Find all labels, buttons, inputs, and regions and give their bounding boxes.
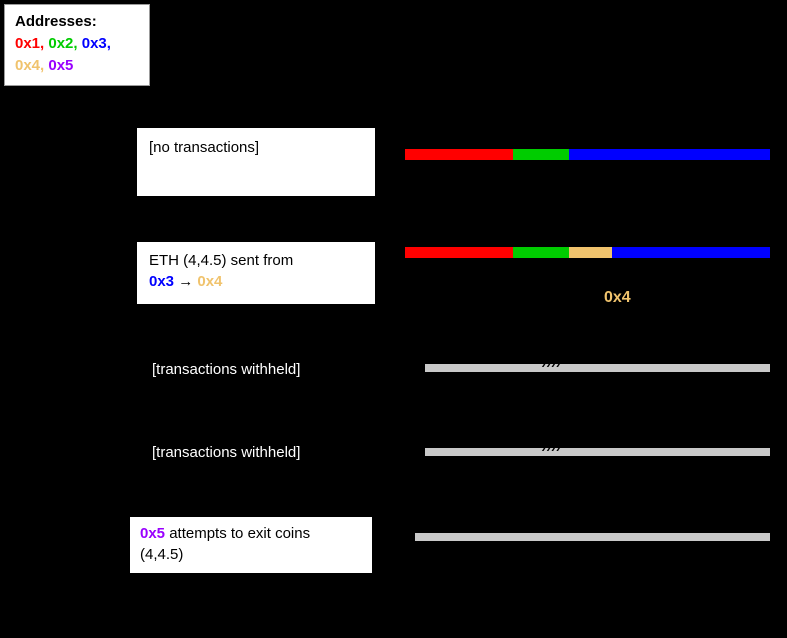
coin-owner-annotation: 0x4 [604,289,631,306]
row5-label-box: 0x5 attempts to exit coins (4,4.5) [130,517,372,573]
bar-segment-0x3 [568,149,770,160]
address-0x4: 0x4, [15,57,45,74]
recipient-address: 0x4 [197,273,223,290]
sender-address: 0x3 [149,273,175,290]
exit-bar-block5 [415,533,770,541]
bar-segment-0x2 [513,149,569,160]
row2-label-box: ETH (4,4.5) sent from 0x3 → 0x4 [137,242,375,304]
legend-line-1: 0x1, 0x2, 0x3, [15,33,139,55]
row2-line1: ETH (4,4.5) sent from [149,252,294,269]
withheld-marks-block4: ⁄⁄⁄⁄ [545,436,565,455]
withheld-bar-block4 [425,448,770,456]
row5-line2: (4,4.5) [140,546,184,563]
bar-segment-0x1 [405,149,514,160]
row4-label: [transactions withheld] [152,444,301,461]
bar-segment-0x1 [405,247,514,258]
address-0x3: 0x3, [81,35,111,52]
address-0x1: 0x1, [15,35,45,52]
ownership-bar-block1 [405,149,770,160]
row3-label: [transactions withheld] [152,361,301,378]
exiting-address: 0x5 [140,525,166,542]
arrow-right-icon: → [174,273,198,290]
bar-segment-0x3 [611,247,770,258]
withheld-marks-block3: ⁄⁄⁄⁄ [545,352,565,371]
bar-segment-0x2 [513,247,569,258]
legend-title: Addresses: [15,13,97,30]
address-0x5: 0x5 [48,57,74,74]
ownership-bar-block2 [405,247,770,258]
bar-segment-0x4 [568,247,612,258]
legend-line-2: 0x4, 0x5 [15,55,139,77]
row5-line1-rest: attempts to exit coins [165,525,311,542]
row1-label-box: [no transactions] [137,128,375,196]
row1-label: [no transactions] [149,139,260,156]
address-legend: Addresses: 0x1, 0x2, 0x3, 0x4, 0x5 [4,4,150,86]
row5-line1: 0x5 attempts to exit coins [140,523,362,544]
withheld-bar-block3 [425,364,770,372]
address-0x2: 0x2, [48,35,78,52]
row2-line2: 0x3 → 0x4 [149,271,363,292]
